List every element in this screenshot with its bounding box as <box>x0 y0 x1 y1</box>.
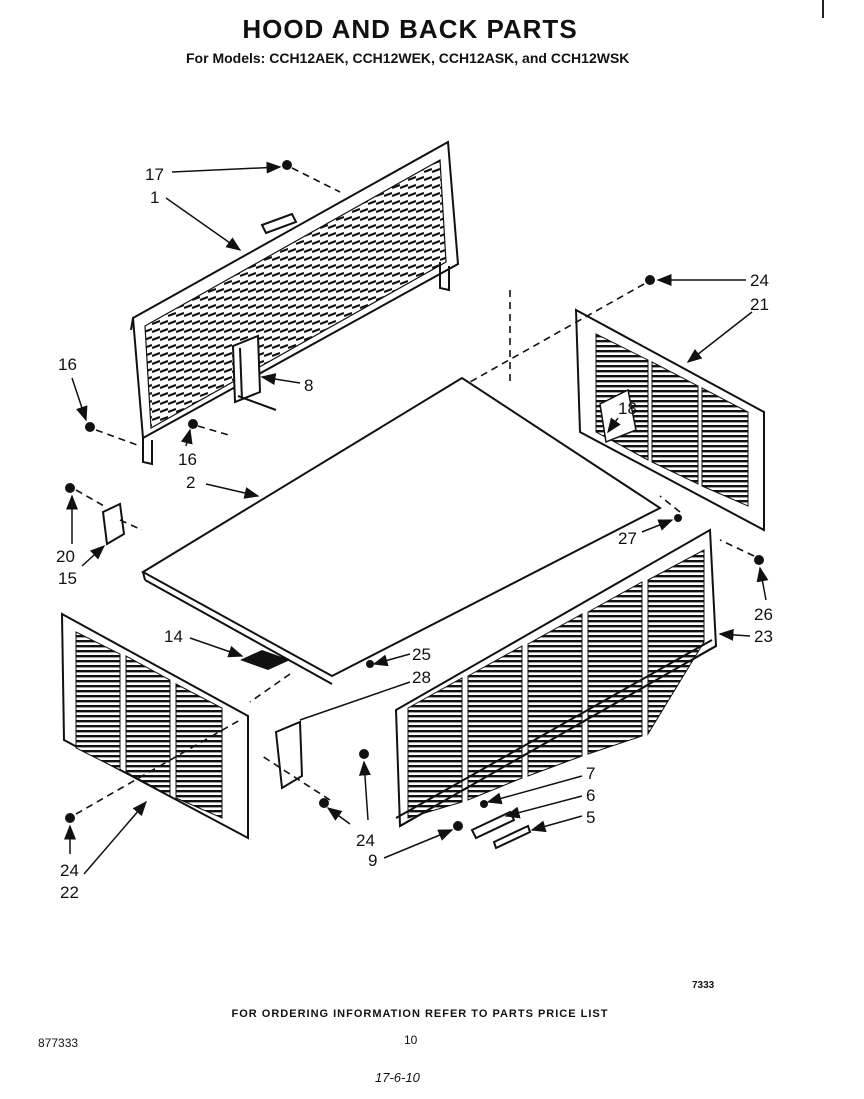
callout-labels: 17 1 16 16 8 2 20 15 14 25 28 24 21 18 2… <box>56 165 773 902</box>
callout-8: 8 <box>304 376 313 395</box>
callout-21: 21 <box>750 295 769 314</box>
handwritten-date: 17-6-10 <box>375 1070 420 1085</box>
channel-parts-5-6 <box>470 810 532 850</box>
callout-26: 26 <box>754 605 773 624</box>
screw-icons <box>65 160 764 831</box>
hood-grille-panel <box>130 140 460 466</box>
bracket-part-8 <box>231 334 277 411</box>
figure-reference: 7333 <box>692 980 715 991</box>
callout-16: 16 <box>178 450 197 469</box>
callout-16: 16 <box>58 355 77 374</box>
side-panel-part-21 <box>574 308 765 532</box>
models-subtitle: For Models: CCH12AEK, CCH12WEK, CCH12ASK… <box>186 50 630 66</box>
plate-part-15 <box>101 502 126 546</box>
callout-6: 6 <box>586 786 595 805</box>
callout-28: 28 <box>412 668 431 687</box>
callout-14: 14 <box>164 627 183 646</box>
assembly-lines <box>75 167 755 815</box>
top-cover-part-2 <box>141 376 662 685</box>
callout-5: 5 <box>586 808 595 827</box>
clip-part-14 <box>240 650 290 670</box>
callout-24: 24 <box>60 861 79 880</box>
callout-2: 2 <box>186 473 195 492</box>
callout-1: 1 <box>150 188 159 207</box>
callout-23: 23 <box>754 627 773 646</box>
callout-9: 9 <box>368 851 377 870</box>
callout-17: 17 <box>145 165 164 184</box>
page-title: HOOD AND BACK PARTS <box>242 14 578 44</box>
angle-bracket-part-28 <box>274 720 304 790</box>
callout-25: 25 <box>412 645 431 664</box>
callout-27: 27 <box>618 529 637 548</box>
ordering-note: FOR ORDERING INFORMATION REFER TO PARTS … <box>231 1008 609 1020</box>
callout-22: 22 <box>60 883 79 902</box>
callout-24: 24 <box>750 271 769 290</box>
callout-18: 18 <box>618 399 637 418</box>
callout-24: 24 <box>356 831 375 850</box>
front-panel-part-23 <box>394 528 718 828</box>
callout-7: 7 <box>586 764 595 783</box>
corner-mark <box>822 0 824 18</box>
callout-20: 20 <box>56 547 75 566</box>
side-panel-part-22 <box>60 612 249 840</box>
document-part-number: 877333 <box>38 1036 79 1050</box>
callout-15: 15 <box>58 569 77 588</box>
page-number: 10 <box>404 1033 418 1047</box>
leader-lines <box>64 161 769 875</box>
